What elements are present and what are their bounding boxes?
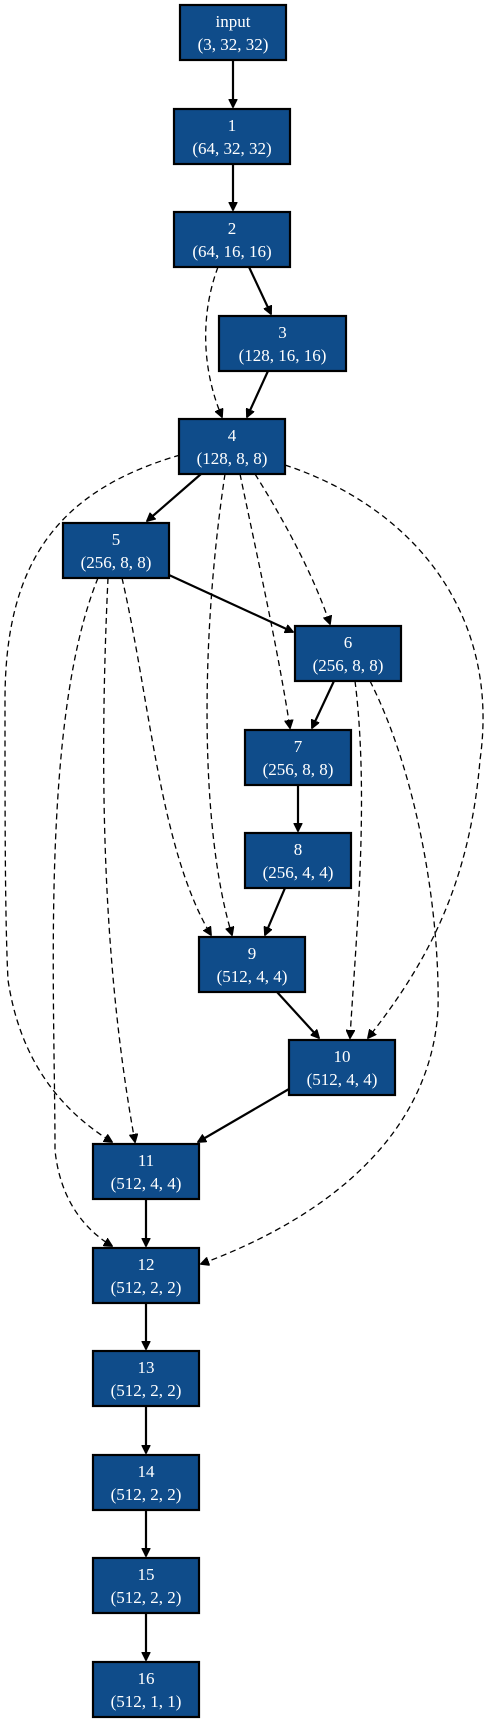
edge-6-to-10 bbox=[350, 680, 363, 1038]
edge-4-to-5 bbox=[147, 473, 202, 521]
node-shape: (512, 4, 4) bbox=[307, 1070, 378, 1089]
node-box bbox=[177, 417, 287, 476]
node-shape: (256, 8, 8) bbox=[263, 760, 334, 779]
edge-4-to-10 bbox=[284, 464, 484, 1038]
edge-3-to-4 bbox=[247, 370, 270, 417]
node-shape: (512, 1, 1) bbox=[111, 1692, 182, 1711]
edge-5-to-6 bbox=[168, 574, 293, 632]
node-shape: (128, 8, 8) bbox=[197, 449, 268, 468]
node-8: 8 (256, 4, 4) bbox=[243, 831, 353, 890]
node-box bbox=[91, 1246, 201, 1305]
node-box bbox=[197, 935, 307, 994]
node-14: 14 (512, 2, 2) bbox=[91, 1453, 201, 1512]
node-11: 11 (512, 4, 4) bbox=[91, 1142, 201, 1201]
node-label: 3 bbox=[278, 323, 287, 342]
node-label: 12 bbox=[138, 1255, 155, 1274]
node-label: 2 bbox=[228, 219, 237, 238]
node-box bbox=[243, 831, 353, 890]
node-shape: (512, 4, 4) bbox=[111, 1174, 182, 1193]
node-box bbox=[243, 728, 353, 787]
node-shape: (3, 32, 32) bbox=[198, 35, 269, 54]
edge-10-to-11 bbox=[198, 1088, 290, 1142]
node-shape: (256, 8, 8) bbox=[81, 553, 152, 572]
node-label: 5 bbox=[112, 530, 121, 549]
edge-5-to-9 bbox=[121, 577, 211, 935]
edge-2-to-4 bbox=[205, 266, 222, 417]
node-label: 13 bbox=[138, 1358, 155, 1377]
node-box bbox=[91, 1556, 201, 1615]
node-label: 14 bbox=[138, 1462, 156, 1481]
node-shape: (64, 32, 32) bbox=[192, 139, 271, 158]
node-box bbox=[91, 1660, 201, 1719]
node-10: 10 (512, 4, 4) bbox=[287, 1038, 397, 1097]
edge-4-to-6 bbox=[254, 473, 330, 624]
node-5: 5 (256, 8, 8) bbox=[61, 521, 171, 580]
node-box bbox=[172, 107, 292, 166]
node-13: 13 (512, 2, 2) bbox=[91, 1349, 201, 1408]
node-label: input bbox=[216, 12, 251, 31]
node-label: 15 bbox=[138, 1565, 155, 1584]
node-box bbox=[178, 3, 288, 62]
node-shape: (128, 16, 16) bbox=[239, 346, 327, 365]
node-9: 9 (512, 4, 4) bbox=[197, 935, 307, 994]
node-box bbox=[61, 521, 171, 580]
node-shape: (512, 2, 2) bbox=[111, 1588, 182, 1607]
node-6: 6 (256, 8, 8) bbox=[293, 624, 403, 683]
edge-8-to-9 bbox=[265, 887, 287, 935]
node-box bbox=[172, 210, 292, 269]
node-shape: (512, 2, 2) bbox=[111, 1381, 182, 1400]
node-12: 12 (512, 2, 2) bbox=[91, 1246, 201, 1305]
node-16: 16 (512, 1, 1) bbox=[91, 1660, 201, 1719]
node-layer: input (3, 32, 32) 1 (64, 32, 32) 2 (64, 16, 1… bbox=[61, 3, 403, 1719]
node-label: 1 bbox=[228, 116, 237, 135]
node-input: input (3, 32, 32) bbox=[178, 3, 288, 62]
node-shape: (512, 2, 2) bbox=[111, 1278, 182, 1297]
node-label: 8 bbox=[294, 840, 303, 859]
node-box bbox=[91, 1142, 201, 1201]
edge-6-to-7 bbox=[312, 680, 335, 728]
node-shape: (64, 16, 16) bbox=[192, 242, 271, 261]
node-shape: (256, 8, 8) bbox=[313, 656, 384, 675]
node-1: 1 (64, 32, 32) bbox=[172, 107, 292, 166]
edge-4-to-9 bbox=[206, 473, 232, 935]
edge-4-to-11 bbox=[4, 454, 181, 1142]
node-box bbox=[287, 1038, 397, 1097]
node-7: 7 (256, 8, 8) bbox=[243, 728, 353, 787]
edge-9-to-10 bbox=[276, 991, 319, 1038]
node-box bbox=[91, 1453, 201, 1512]
node-15: 15 (512, 2, 2) bbox=[91, 1556, 201, 1615]
edge-4-to-7 bbox=[239, 473, 290, 728]
node-shape: (512, 4, 4) bbox=[217, 967, 288, 986]
edge-layer bbox=[4, 60, 484, 1660]
node-box bbox=[91, 1349, 201, 1408]
node-label: 11 bbox=[138, 1151, 154, 1170]
node-label: 10 bbox=[334, 1047, 351, 1066]
node-shape: (256, 4, 4) bbox=[263, 863, 334, 882]
edge-2-to-3 bbox=[248, 266, 271, 314]
node-label: 7 bbox=[294, 737, 303, 756]
node-label: 9 bbox=[248, 944, 257, 963]
node-2: 2 (64, 16, 16) bbox=[172, 210, 292, 269]
node-label: 16 bbox=[138, 1669, 155, 1688]
node-box bbox=[217, 314, 348, 373]
node-label: 4 bbox=[228, 426, 237, 445]
edge-6-to-12 bbox=[201, 680, 439, 1264]
node-label: 6 bbox=[344, 633, 353, 652]
node-shape: (512, 2, 2) bbox=[111, 1485, 182, 1504]
node-box bbox=[293, 624, 403, 683]
edge-5-to-11 bbox=[103, 577, 135, 1142]
node-3: 3 (128, 16, 16) bbox=[217, 314, 348, 373]
node-4: 4 (128, 8, 8) bbox=[177, 417, 287, 476]
